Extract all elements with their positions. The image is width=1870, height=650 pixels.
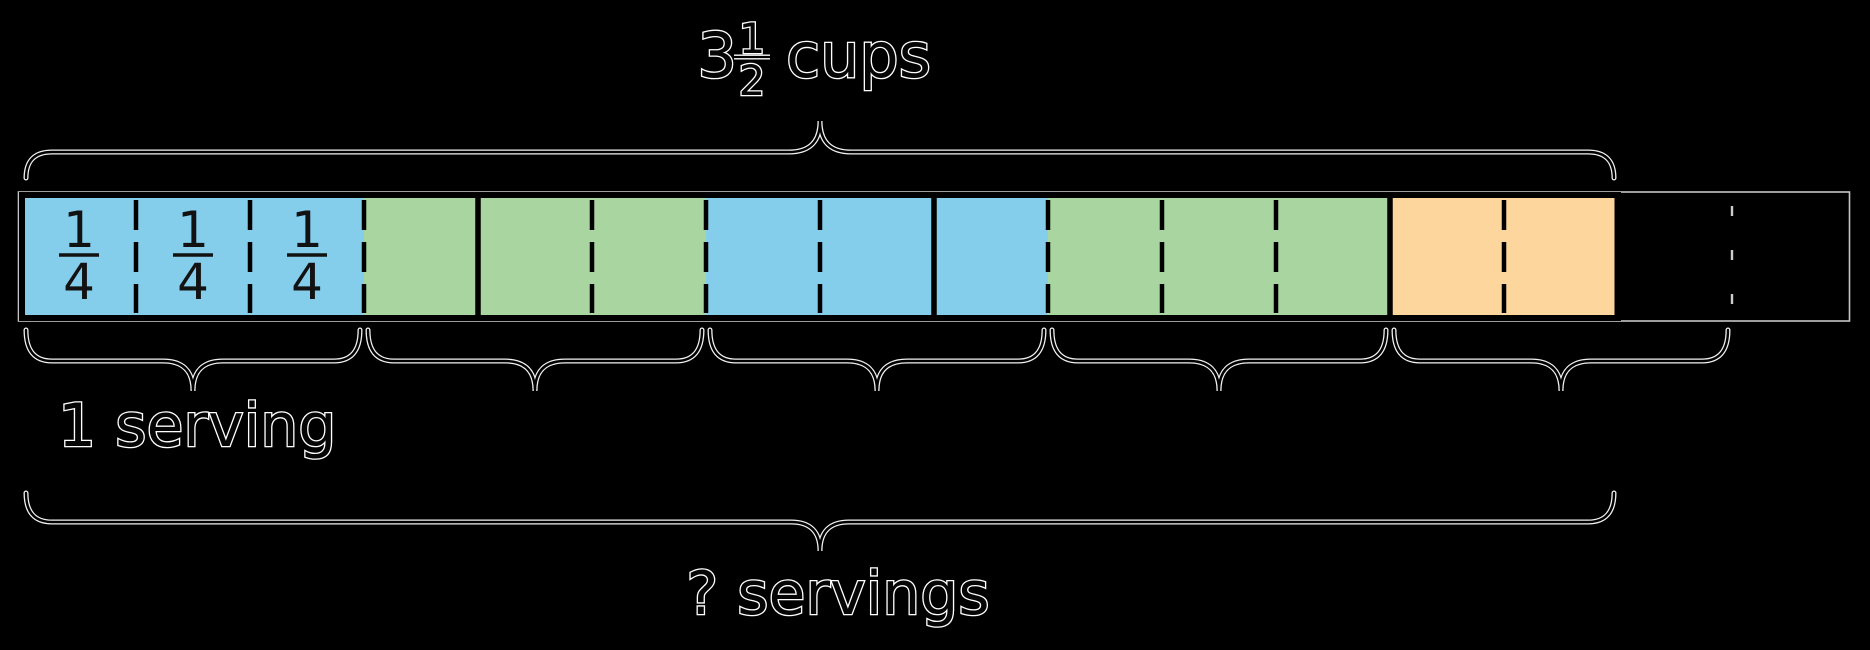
tape-cell-14 <box>1504 195 1618 318</box>
total-cups-brace-core <box>24 120 1616 180</box>
question-servings-brace-core <box>24 491 1616 552</box>
tape-dividers <box>133 195 1734 318</box>
total-cups-label: 3 1 2 cups <box>696 13 932 107</box>
serving-brace-1 <box>23 327 363 392</box>
tape-cell-empty-15 <box>1618 195 1732 318</box>
cell-fraction-denominator: 4 <box>291 253 323 311</box>
serving-brace-4 <box>1049 327 1389 392</box>
serving-brace-5-core <box>1392 328 1730 392</box>
total-unit: cups <box>786 19 931 92</box>
total-whole-number: 3 <box>698 19 737 92</box>
tape-cell-12 <box>1276 195 1390 318</box>
cell-fraction-numerator: 1 <box>291 201 323 259</box>
serving-brace-2-core <box>366 328 704 392</box>
tape-cell-6 <box>592 195 706 318</box>
serving-brace-3-core <box>708 328 1046 392</box>
cell-fraction-denominator: 4 <box>177 253 209 311</box>
cell-fraction-numerator: 1 <box>63 201 95 259</box>
total-cups-brace <box>23 120 1617 181</box>
cell-fraction-numerator: 1 <box>177 201 209 259</box>
serving-brace-2 <box>365 327 705 392</box>
serving-brace-1-core <box>24 328 362 392</box>
tape-cell-11 <box>1162 195 1276 318</box>
one-serving-label: 1 serving <box>58 391 336 461</box>
question-servings-label: ? servings <box>686 559 989 629</box>
tape-cell-empty-16 <box>1732 195 1846 318</box>
tape-cell-4 <box>364 195 478 318</box>
tape-outline <box>17 191 1851 322</box>
total-fraction-denominator: 2 <box>739 56 766 105</box>
tape-cell-8 <box>820 195 934 318</box>
tape-cell-5 <box>478 195 592 318</box>
tape-cell-13 <box>1390 195 1504 318</box>
tape-cell-10 <box>1048 195 1162 318</box>
braces <box>23 120 1731 552</box>
serving-brace-5 <box>1391 327 1731 392</box>
tape-cell-9 <box>934 195 1048 318</box>
serving-brace-3 <box>707 327 1047 392</box>
serving-brace-4-core <box>1050 328 1388 392</box>
question-servings-brace <box>23 490 1617 552</box>
cell-fraction-denominator: 4 <box>63 253 95 311</box>
tape-cell-7 <box>706 195 820 318</box>
